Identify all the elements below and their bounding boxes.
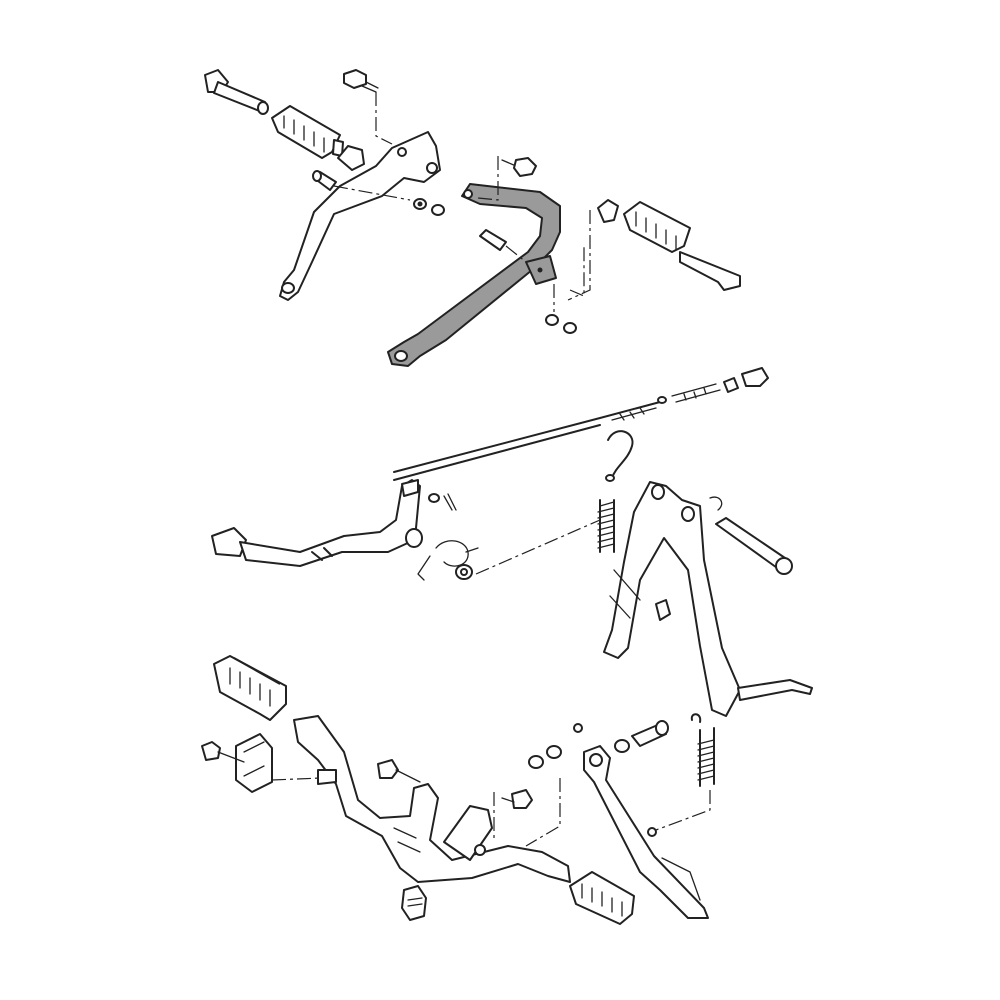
section-brake-and-center-stand [211,367,813,717]
center-stand [603,481,813,717]
washer-right [545,244,585,334]
bracket-pin-right [479,229,527,263]
bracket-nut-lower [401,885,427,921]
side-stand-pivot-bolt [631,720,669,747]
section-side-stand [201,655,715,925]
pedal-return-spring [417,493,601,581]
washer-left [413,198,445,216]
brake-pedal [211,479,423,567]
center-stand-pivot-shaft [709,496,793,575]
footrest-bracket-right [279,131,441,301]
center-stand-spring [597,499,615,553]
footrest-rubber-left [271,105,344,159]
collar-nut-left [337,145,365,171]
footrest-bracket-left-highlighted [387,183,561,367]
footrest-pivot-pin [204,69,269,115]
side-stand-spring [647,713,715,837]
stand-spring-hook [605,430,634,482]
side-stand [583,745,709,919]
section-footrest-brackets [204,69,741,367]
footrest-rubber-right [567,199,741,301]
footrest-clamp-bracket [201,733,323,793]
bracket-bolt-rear-2 [493,778,561,847]
side-stand-washers [528,723,630,769]
rear-footrest-rubber-right [569,871,635,925]
bracket-bolt-rear-1 [377,759,421,783]
rear-footrest-rubber-left [213,655,287,721]
bracket-pin-left [312,170,411,201]
brake-rod [393,367,769,481]
bracket-bolt-left [477,156,537,201]
rear-footrest-bracket [293,715,571,883]
bracket-bolt-upper [343,69,393,145]
